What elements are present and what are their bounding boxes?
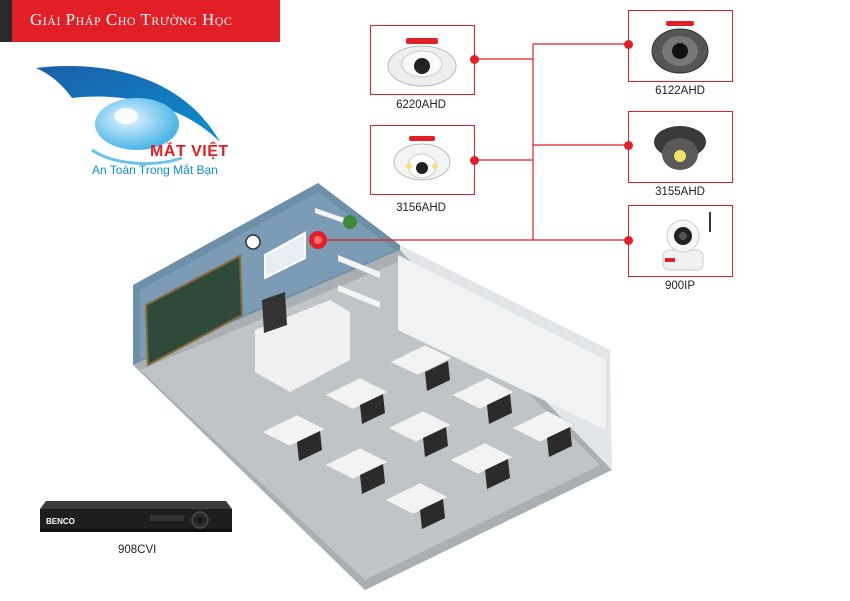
ip-wifi-camera-icon xyxy=(662,212,711,271)
banner-stripe xyxy=(0,0,12,42)
connection-node xyxy=(624,236,633,245)
logo-tagline: An Toàn Trong Mắt Bạn xyxy=(92,163,218,177)
dark-dome-camera-icon xyxy=(651,21,709,74)
camera-label: 3155AHD xyxy=(655,186,705,198)
dvr-recorder-icon: BENCO xyxy=(40,495,232,535)
banner-title: Giải Pháp Cho Trường Học xyxy=(30,10,233,29)
connection-node xyxy=(624,141,633,150)
dome-camera-led-icon xyxy=(393,136,451,181)
connection-lines xyxy=(318,43,628,241)
camera-box-6122ahd xyxy=(628,10,733,82)
logo-brand-name: MẮT VIỆT xyxy=(150,143,229,160)
connection-node xyxy=(624,40,633,49)
svg-text:BENCO: BENCO xyxy=(46,517,75,526)
camera-label: 3156AHD xyxy=(396,202,446,214)
connection-node xyxy=(470,156,479,165)
camera-label: 6220AHD xyxy=(396,99,446,111)
recorder-label: 908CVI xyxy=(118,544,157,556)
camera-label: 900IP xyxy=(664,280,696,292)
camera-box-3156ahd xyxy=(370,125,475,195)
dome-camera-icon xyxy=(387,38,457,87)
title-banner: Giải Pháp Cho Trường Học xyxy=(0,0,280,42)
classroom-illustration xyxy=(133,183,612,590)
dark-dome-camera-led-icon xyxy=(654,126,706,170)
camera-box-6220ahd xyxy=(370,25,475,95)
connection-node xyxy=(470,55,479,64)
eye-logo-icon xyxy=(32,64,232,184)
camera-box-900ip xyxy=(628,205,733,277)
camera-label: 6122AHD xyxy=(655,85,705,97)
camera-box-3155ahd xyxy=(628,111,733,183)
